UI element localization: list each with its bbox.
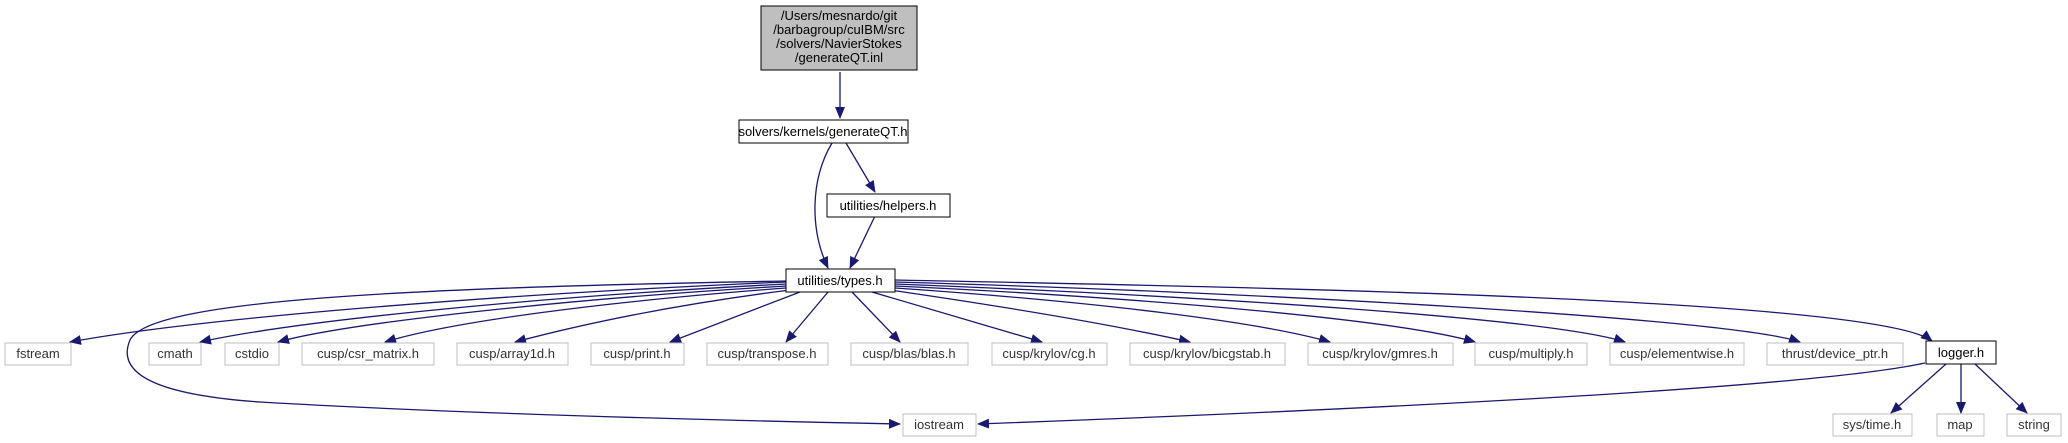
root-line-3: /solvers/NavierStokes: [776, 36, 902, 51]
node-label-csr-matrix: cusp/csr_matrix.h: [317, 346, 419, 361]
node-map: map: [1936, 413, 1985, 437]
node-label-gmres: cusp/krylov/gmres.h: [1322, 346, 1438, 361]
edge-types-to-elementwise: [894, 283, 1626, 344]
node-csr-matrix: cusp/csr_matrix.h: [301, 342, 435, 366]
node-label-fstream: fstream: [16, 346, 59, 361]
edge-types-to-gmres: [894, 287, 1331, 344]
edge-helpers-to-types: [849, 215, 876, 269]
edge-logger-to-string: [1974, 363, 2028, 414]
node-label-generateqt-h: solvers/kernels/generateQT.h: [738, 124, 907, 139]
node-label-logger-h: logger.h: [1938, 345, 1984, 360]
node-bicgstab: cusp/krylov/bicgstab.h: [1129, 342, 1286, 366]
node-label-transpose: cusp/transpose.h: [717, 346, 816, 361]
edge-types-to-blas: [851, 291, 901, 343]
node-cg: cusp/krylov/cg.h: [991, 342, 1108, 366]
edge-logger-to-iostream: [977, 362, 1926, 429]
node-label-device-ptr: thrust/device_ptr.h: [1782, 346, 1888, 361]
node-print: cusp/print.h: [590, 342, 685, 366]
node-label-sys-time: sys/time.h: [1843, 417, 1902, 432]
node-transpose: cusp/transpose.h: [706, 342, 829, 366]
edge-types-to-csr-matrix: [384, 287, 787, 344]
node-label-string: string: [2018, 417, 2050, 432]
edge-types-to-array1d: [514, 289, 791, 344]
edge-types-to-fstream: [69, 281, 787, 345]
edge-types-to-multiply: [894, 285, 1476, 344]
edge-types-to-cg: [871, 291, 1043, 344]
node-label-helpers-h: utilities/helpers.h: [840, 198, 937, 213]
node-label-cstdio: cstdio: [235, 346, 269, 361]
node-elementwise: cusp/elementwise.h: [1609, 342, 1745, 366]
node-blas: cusp/blas/blas.h: [850, 342, 969, 366]
edge-types-to-cstdio: [277, 285, 787, 344]
node-helpers-h[interactable]: utilities/helpers.h: [826, 193, 951, 218]
node-label-blas: cusp/blas/blas.h: [862, 346, 955, 361]
edge-types-to-cmath: [199, 283, 787, 345]
edge-types-to-logger: [894, 279, 1933, 342]
node-label-multiply: cusp/multiply.h: [1488, 346, 1573, 361]
node-types-h[interactable]: utilities/types.h: [785, 268, 896, 293]
node-label-print: cusp/print.h: [603, 346, 670, 361]
edge-types-to-transpose: [785, 291, 829, 343]
edge-logger-to-systime: [1890, 363, 1947, 414]
edge-generateqt-to-types: [814, 142, 833, 269]
node-generateqt-h[interactable]: solvers/kernels/generateQT.h: [738, 119, 909, 144]
node-logger-h[interactable]: logger.h: [1925, 340, 1997, 365]
node-label-cmath: cmath: [157, 346, 192, 361]
node-label-array1d: cusp/array1d.h: [469, 346, 555, 361]
node-root-file: /Users/mesnardo/git /barbagroup/cuIBM/sr…: [760, 5, 918, 71]
edge-generateqt-to-helpers: [845, 142, 876, 193]
node-iostream: iostream: [902, 413, 977, 437]
node-fstream: fstream: [4, 342, 72, 366]
node-device-ptr: thrust/device_ptr.h: [1766, 342, 1904, 366]
edge-types-to-bicgstab: [889, 289, 1191, 345]
edges: [69, 72, 2028, 429]
root-line-2: /barbagroup/cuIBM/src: [773, 22, 905, 37]
node-label-cg: cusp/krylov/cg.h: [1002, 346, 1095, 361]
node-label-iostream: iostream: [914, 417, 964, 432]
node-array1d: cusp/array1d.h: [456, 342, 569, 366]
node-gmres: cusp/krylov/gmres.h: [1307, 342, 1454, 366]
node-label-elementwise: cusp/elementwise.h: [1620, 346, 1734, 361]
node-string: string: [2006, 413, 2062, 437]
root-line-4: /generateQT.inl: [795, 50, 883, 65]
node-cstdio: cstdio: [224, 342, 280, 366]
node-label-map: map: [1947, 417, 1972, 432]
node-label-bicgstab: cusp/krylov/bicgstab.h: [1143, 346, 1271, 361]
edge-types-to-iostream: [126, 280, 901, 429]
node-multiply: cusp/multiply.h: [1474, 342, 1588, 366]
node-cmath: cmath: [148, 342, 202, 366]
root-line-1: /Users/mesnardo/git: [781, 8, 898, 23]
node-sys-time: sys/time.h: [1832, 413, 1913, 437]
edge-types-to-device-ptr: [894, 281, 1801, 344]
edge-types-to-print: [669, 291, 801, 343]
node-label-types-h: utilities/types.h: [797, 273, 882, 288]
